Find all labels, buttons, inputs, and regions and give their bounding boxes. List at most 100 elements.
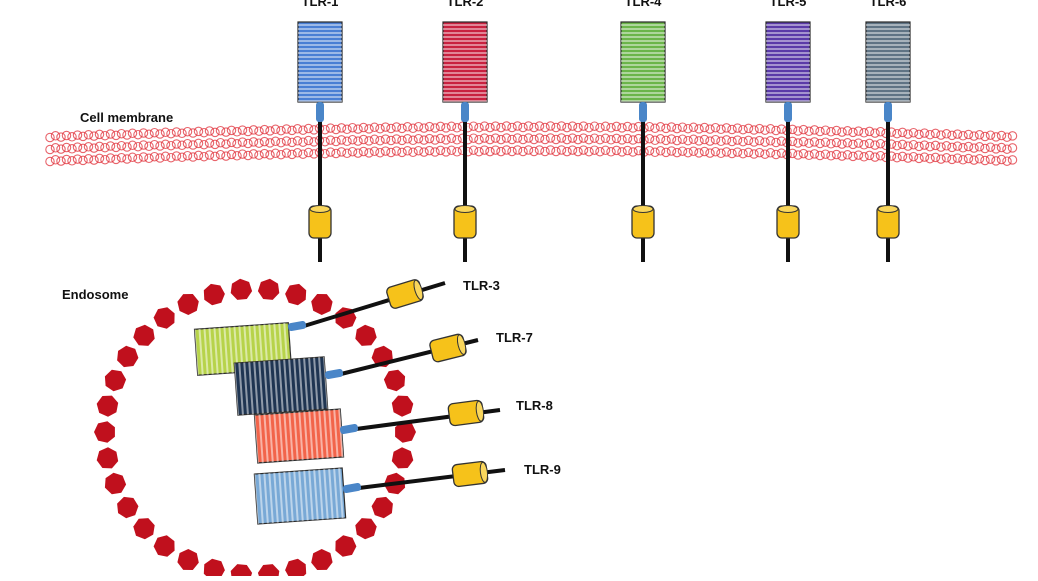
membrane-lipid	[347, 146, 358, 157]
membrane-lipid	[864, 138, 875, 149]
linker-segment	[884, 102, 892, 122]
membrane-lipid	[281, 148, 292, 158]
membrane-lipid	[347, 122, 358, 133]
membrane-lipid	[94, 129, 105, 140]
membrane-lipid	[523, 133, 534, 143]
membrane-lipid	[243, 150, 253, 161]
membrane-lipid	[518, 134, 528, 145]
membrane-lipid	[771, 137, 781, 148]
tir-domain	[876, 205, 900, 239]
membrane-lipid	[468, 133, 479, 143]
membrane-lipid	[914, 153, 924, 164]
membrane-lipid	[188, 128, 198, 138]
membrane-lipid	[573, 146, 583, 157]
membrane-lipid	[210, 127, 220, 138]
membrane-lipid	[496, 122, 506, 133]
membrane-lipid	[237, 125, 248, 135]
membrane-lipid	[116, 128, 127, 139]
membrane-lipid	[842, 138, 853, 148]
membrane-lipid	[490, 145, 501, 155]
membrane-lipid	[754, 123, 765, 134]
endosome-membrane-unit	[230, 278, 253, 300]
membrane-lipid	[325, 135, 336, 145]
membrane-lipid	[391, 134, 402, 144]
membrane-lipid	[908, 139, 919, 150]
membrane-lipid	[914, 141, 924, 152]
membrane-lipid	[991, 156, 1001, 166]
membrane-lipid	[798, 124, 809, 135]
endosomal-receptor-tlr-7: TLR-7	[233, 330, 533, 416]
tir-domain	[453, 205, 477, 239]
endosome-membrane-unit	[355, 518, 377, 540]
endosome-membrane-unit	[177, 294, 199, 315]
membrane-lipid	[650, 135, 660, 146]
membrane-lipid	[661, 123, 671, 134]
membrane-lipid	[61, 130, 72, 141]
endosome-membrane-unit	[285, 558, 307, 581]
membrane-lipid	[974, 130, 985, 140]
membrane-lipid	[534, 121, 545, 131]
membrane-lipid	[540, 134, 550, 145]
membrane-lipid	[622, 121, 633, 132]
membrane-lipid	[804, 138, 814, 149]
membrane-lipid	[842, 150, 853, 160]
membrane-lipid	[243, 126, 253, 137]
linker-segment	[342, 482, 362, 494]
membrane-lipid	[666, 146, 677, 156]
membrane-lipid	[771, 125, 781, 136]
membrane-lipid	[699, 122, 710, 133]
membrane-lipid	[507, 134, 517, 145]
membrane-lipid	[83, 130, 94, 140]
membrane-lipid	[952, 141, 963, 151]
membrane-lipid	[391, 146, 402, 156]
membrane-lipid	[89, 155, 99, 165]
endosome-membrane-unit	[383, 369, 406, 392]
membrane-lipid	[930, 152, 941, 163]
membrane-lipid	[435, 145, 446, 156]
membrane-lipid	[468, 145, 479, 155]
membrane-lipid	[72, 154, 83, 164]
linker-segment	[639, 102, 647, 122]
membrane-lipid	[952, 129, 963, 139]
membrane-lipid	[815, 138, 825, 149]
membrane-lipid	[578, 121, 589, 131]
membrane-lipid	[595, 122, 605, 133]
membrane-lipid	[380, 134, 391, 144]
membrane-lipid	[683, 147, 693, 158]
membrane-lipid	[914, 129, 924, 140]
membrane-lipid	[89, 143, 99, 153]
membrane-lipid	[617, 123, 627, 133]
membrane-lipid	[694, 136, 704, 146]
membrane-lipid	[595, 134, 605, 145]
membrane-lipid	[358, 134, 369, 145]
membrane-lipid	[919, 128, 930, 138]
surface-receptor-tlr-1: TLR-1	[297, 0, 343, 262]
membrane-lipid	[331, 124, 341, 135]
membrane-lipid	[589, 121, 600, 131]
membrane-lipid	[364, 136, 374, 146]
endosome-membrane-unit	[311, 549, 333, 570]
receptor-label: TLR-8	[516, 398, 553, 413]
membrane-lipid	[710, 146, 721, 157]
surface-receptor-tlr-4: TLR-4	[620, 0, 666, 262]
membrane-lipid	[628, 147, 638, 157]
membrane-lipid	[578, 133, 589, 143]
membrane-lipid	[985, 142, 996, 152]
membrane-lipid	[837, 139, 847, 149]
membrane-lipid	[353, 148, 363, 158]
membrane-lipid	[809, 137, 820, 147]
membrane-lipid	[408, 135, 418, 146]
membrane-lipid	[375, 147, 385, 158]
membrane-lipid	[672, 135, 682, 146]
membrane-lipid	[831, 149, 842, 160]
membrane-lipid	[419, 147, 429, 157]
endosome-membrane-unit	[335, 535, 357, 557]
membrane-lipid	[397, 123, 407, 134]
membrane-lipid	[100, 154, 110, 165]
membrane-lipid	[204, 138, 215, 148]
membrane-lipid	[100, 130, 110, 141]
membrane-lipid	[61, 154, 72, 165]
membrane-lipid	[501, 133, 512, 143]
membrane-lipid	[270, 148, 281, 159]
